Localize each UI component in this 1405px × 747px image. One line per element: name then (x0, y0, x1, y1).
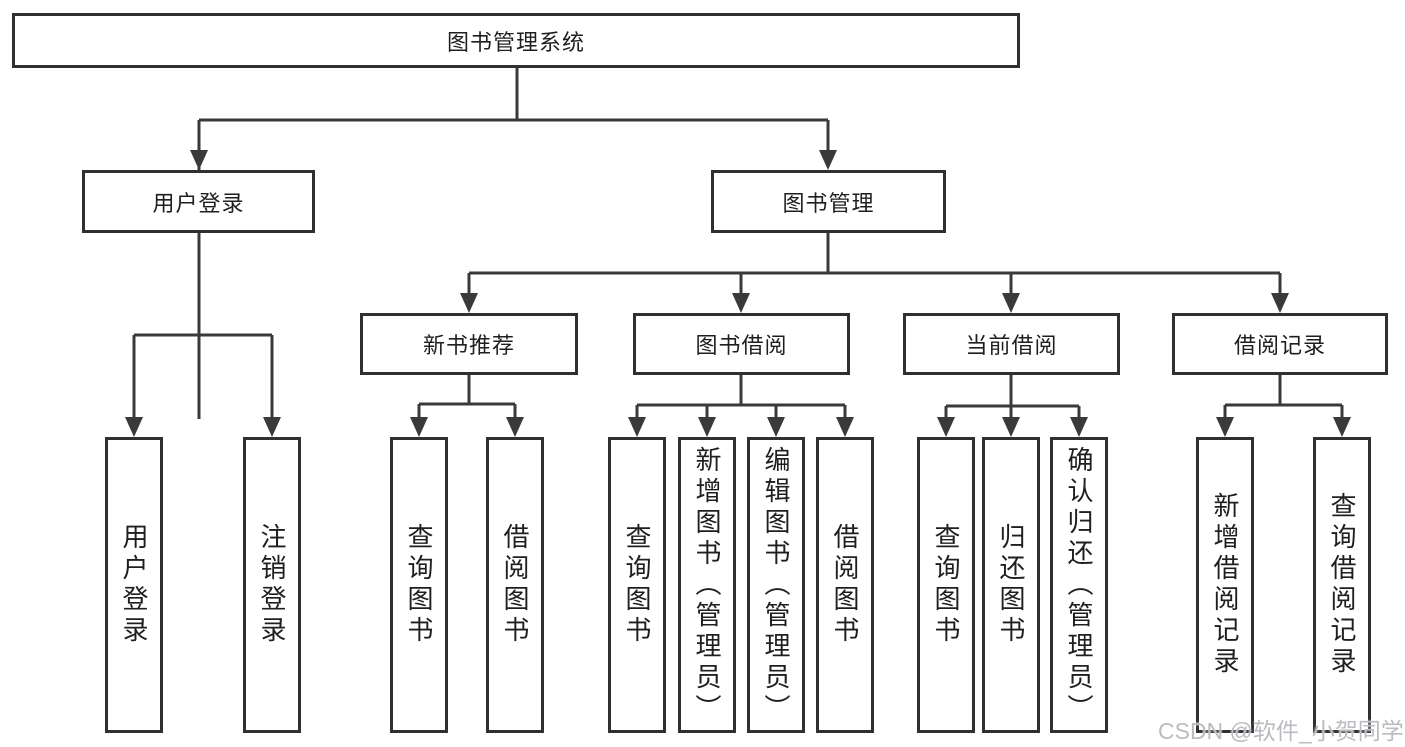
leaf-borrow-edit-books-admin-label: 编辑图书（管理员） (761, 445, 791, 725)
leaf-recommend-query-books-label: 查询图书 (404, 523, 434, 647)
node-borrowing-records: 借阅记录 (1172, 313, 1388, 375)
node-current-borrowing: 当前借阅 (903, 313, 1120, 375)
leaf-records-add-record: 新增借阅记录 (1196, 437, 1254, 733)
node-book-borrowing: 图书借阅 (633, 313, 850, 375)
leaf-current-query-books-label: 查询图书 (931, 523, 961, 647)
node-book-management: 图书管理 (711, 170, 946, 233)
leaf-current-return-books-label: 归还图书 (996, 523, 1026, 647)
connector-root-to-level2 (197, 68, 830, 419)
connector-records-to-leaves (1223, 375, 1344, 419)
leaf-current-confirm-return-admin-label: 确认归还（管理员） (1064, 445, 1094, 725)
node-user-login-label: 用户登录 (152, 190, 245, 216)
leaf-recommend-query-books: 查询图书 (390, 437, 448, 733)
leaf-recommend-borrow-books: 借阅图书 (486, 437, 544, 733)
leaf-current-query-books: 查询图书 (917, 437, 975, 733)
leaf-logout: 注销登录 (243, 437, 301, 733)
leaf-user-login-label: 用户登录 (119, 523, 149, 647)
node-book-management-label: 图书管理 (782, 190, 875, 216)
leaf-records-add-record-label: 新增借阅记录 (1210, 492, 1240, 678)
leaf-user-login: 用户登录 (105, 437, 163, 733)
csdn-watermark: CSDN @软件_小贺同学 (1158, 718, 1404, 744)
leaf-recommend-borrow-books-label: 借阅图书 (500, 523, 530, 647)
leaf-records-query-record-label: 查询借阅记录 (1327, 492, 1357, 678)
connector-current-to-leaves (944, 375, 1081, 419)
node-user-login: 用户登录 (82, 170, 315, 233)
node-root-label: 图书管理系统 (446, 29, 585, 55)
connector-management-to-level3 (467, 233, 1282, 295)
node-root-system: 图书管理系统 (12, 13, 1020, 68)
leaf-current-confirm-return-admin: 确认归还（管理员） (1050, 437, 1108, 733)
leaf-records-query-record: 查询借阅记录 (1313, 437, 1371, 733)
node-current-borrowing-label: 当前借阅 (965, 333, 1058, 358)
node-book-borrowing-label: 图书借阅 (695, 333, 788, 358)
node-new-book-recommend: 新书推荐 (360, 313, 578, 375)
node-new-book-recommend-label: 新书推荐 (422, 333, 515, 358)
leaf-borrow-add-books-admin: 新增图书（管理员） (678, 437, 736, 733)
leaf-borrow-edit-books-admin: 编辑图书（管理员） (747, 437, 805, 733)
arrowheads (125, 150, 1351, 437)
leaf-borrow-add-books-admin-label: 新增图书（管理员） (692, 445, 722, 725)
node-borrowing-records-label: 借阅记录 (1233, 333, 1326, 358)
connector-login-to-leaves (132, 233, 274, 419)
leaf-borrow-borrow-books-label: 借阅图书 (830, 523, 860, 647)
leaf-logout-label: 注销登录 (257, 523, 287, 647)
connector-borrow-to-leaves (635, 375, 847, 419)
leaf-borrow-query-books: 查询图书 (608, 437, 666, 733)
connector-recommend-to-leaves (417, 375, 517, 419)
leaf-borrow-borrow-books: 借阅图书 (816, 437, 874, 733)
leaf-borrow-query-books-label: 查询图书 (622, 523, 652, 647)
leaf-current-return-books: 归还图书 (982, 437, 1040, 733)
